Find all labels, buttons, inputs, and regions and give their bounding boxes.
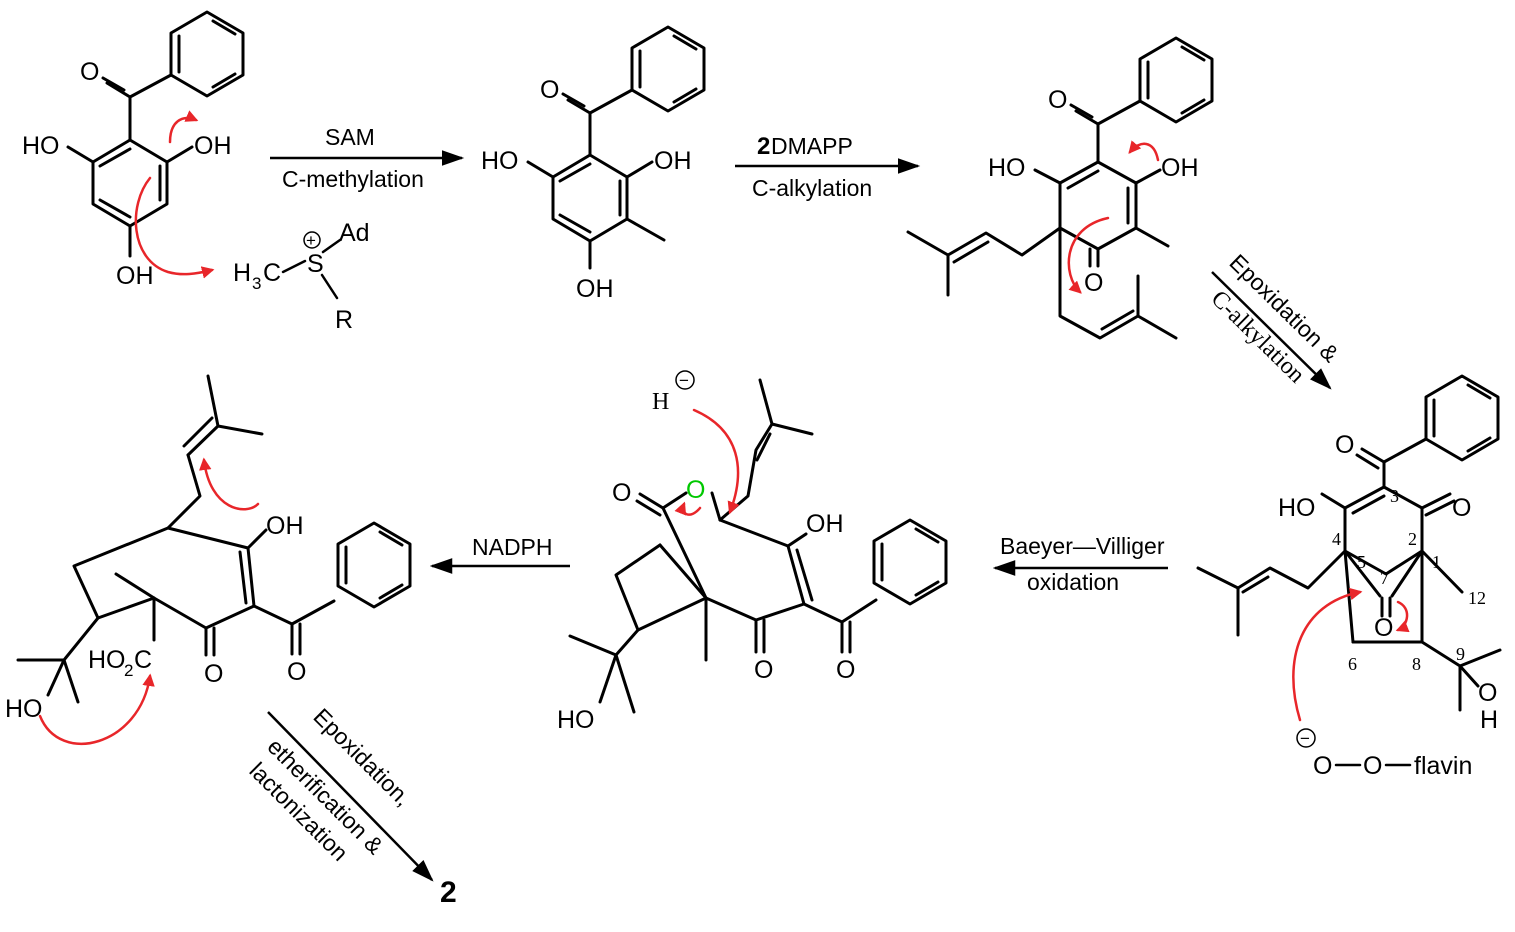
molecule-phlorobenzophenone: O OH HO OH xyxy=(22,10,245,290)
hydride: H xyxy=(652,389,669,415)
locant-5: 5 xyxy=(1357,552,1366,572)
locant-12: 12 xyxy=(1468,588,1486,608)
lactonization-curly-arrow xyxy=(38,673,155,745)
locant-6: 6 xyxy=(1348,654,1357,674)
final-product-number: 2 xyxy=(440,876,457,909)
peroxide-oxygen-2: O xyxy=(1363,752,1382,780)
h3c-subscript: 3 xyxy=(252,274,261,293)
c2-oxygen: O xyxy=(1452,494,1471,522)
plus-charge: + xyxy=(306,231,316,250)
molecule-bicyclic: O O HO O O H 3 4 2 1 5 7 12 6 8 9 xyxy=(1196,374,1502,734)
carbonyl-oxygen: O xyxy=(80,58,99,86)
tautomer-curly-arrow-1 xyxy=(168,110,199,144)
epoxide-curly-arrow xyxy=(198,457,260,511)
methylation-curly-arrow xyxy=(134,176,215,279)
hoc-c: C xyxy=(134,646,152,674)
lactone-carbonyl-oxygen: O xyxy=(612,479,631,507)
enol-hydroxyl: OH xyxy=(266,512,304,540)
benzoyl-oxygen: O xyxy=(836,656,855,684)
step-4-arrow: Baeyer—Villiger oxidation xyxy=(992,533,1168,595)
peroxide-attack-arrow xyxy=(1292,587,1363,722)
hoc-subscript: 2 xyxy=(124,661,133,680)
alkylation-curly-arrow xyxy=(1067,216,1110,294)
step-3-arrow: Epoxidation & C-alkylation xyxy=(1206,249,1344,390)
hydroxyl-left: HO xyxy=(481,147,519,175)
c4-hydroxyl: HO xyxy=(1278,494,1316,522)
molecule-carboxylic-acid: OH O O HO 2 C HO xyxy=(5,374,412,745)
locant-2: 2 xyxy=(1408,529,1417,549)
step-6-arrow: Epoxidation, etherification & lactonizat… xyxy=(244,703,456,909)
step-4-condition: oxidation xyxy=(1027,569,1119,595)
c8-oxygen: O xyxy=(1374,614,1393,642)
benzoyl-oxygen: O xyxy=(287,658,306,686)
tertiary-hydroxyl: HO xyxy=(557,706,595,734)
lactone-cleavage-arrow xyxy=(674,501,702,516)
ketone-oxygen: O xyxy=(204,660,223,688)
hydroxyl-bottom: OH xyxy=(116,262,154,290)
c9-hydrogen: H xyxy=(1480,706,1498,734)
step-2-condition: C-alkylation xyxy=(752,175,872,201)
enol-hydroxyl: OH xyxy=(806,510,844,538)
locant-7: 8 xyxy=(1412,654,1421,674)
carbonyl-oxygen: O xyxy=(1048,86,1067,114)
locant-9: 9 xyxy=(1456,644,1465,664)
molecule-diprenylated: O OH HO O xyxy=(906,36,1214,340)
hydroxyl-right: OH xyxy=(194,132,232,160)
molecule-methylated: O OH HO OH xyxy=(481,25,706,303)
step-2-equivalents: 2 xyxy=(757,133,770,160)
flavin-peroxide: − O O flavin xyxy=(1296,728,1472,780)
hydride-attack-arrow xyxy=(692,408,740,515)
adenosyl: Ad xyxy=(339,219,370,247)
step-5-arrow: NADPH xyxy=(429,534,570,574)
molecule-lactone: H − O O OH O O HO xyxy=(557,370,948,734)
step-4-reagent: Baeyer—Villiger xyxy=(1000,533,1165,559)
hydride-minus: − xyxy=(679,371,689,390)
benzoyl-oxygen: O xyxy=(1335,431,1354,459)
hydroxyl-left: HO xyxy=(988,154,1026,182)
hydroxyl-right: OH xyxy=(1161,154,1199,182)
hydroxyl-right: OH xyxy=(654,147,692,175)
minus-charge: − xyxy=(1300,729,1310,748)
step-1-condition: C-methylation xyxy=(282,166,424,192)
hydroxyl-bottom: OH xyxy=(576,275,614,303)
hoc-ho: HO xyxy=(88,646,126,674)
carbonyl-oxygen: O xyxy=(540,76,559,104)
locant-3: 3 xyxy=(1390,486,1399,506)
h3c-h: H xyxy=(233,259,251,287)
ring-oxygen: O xyxy=(686,476,705,504)
locant-8: 7 xyxy=(1380,568,1389,588)
step-2-arrow: 2 DMAPP C-alkylation xyxy=(735,133,921,201)
hydroxyl-left: HO xyxy=(22,132,60,160)
peroxide-oxygen-1: O xyxy=(1313,752,1332,780)
tertiary-hydroxyl: HO xyxy=(5,695,43,723)
tautomer-curly-arrow-2 xyxy=(1128,140,1160,162)
ketone-oxygen: O xyxy=(754,656,773,684)
h3c-c: C xyxy=(263,259,281,287)
sam-cofactor: H 3 C S + Ad R xyxy=(233,219,370,334)
c9-oxygen: O xyxy=(1478,679,1497,707)
step-1-reagent: SAM xyxy=(325,124,375,150)
step-1-arrow: SAM C-methylation xyxy=(270,124,465,192)
step-5-reagent: NADPH xyxy=(472,534,553,560)
locant-1: 1 xyxy=(1432,552,1441,572)
migration-curly-arrow xyxy=(1395,600,1410,633)
locant-4: 4 xyxy=(1332,529,1341,549)
sulfur: S xyxy=(307,250,324,278)
r-group: R xyxy=(335,306,353,334)
step-2-reagent: DMAPP xyxy=(771,133,853,159)
flavin-label: flavin xyxy=(1414,752,1472,780)
ketone-oxygen: O xyxy=(1084,269,1103,297)
